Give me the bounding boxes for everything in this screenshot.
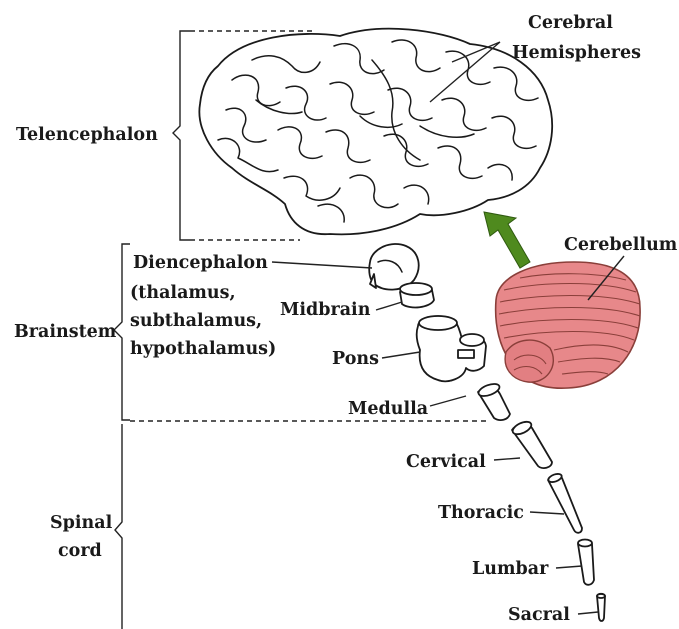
thoracic-segment [547, 472, 582, 532]
thoracic-pointer [530, 512, 564, 514]
diencephalon-pointer [272, 262, 372, 268]
sacral-segment [597, 594, 605, 621]
cervical-label: Cervical [406, 452, 486, 472]
medulla-shape [477, 382, 510, 421]
cerebral-label-line2: Hemispheres [512, 43, 641, 63]
lumbar-label: Lumbar [472, 559, 549, 579]
spinal-label-line1: Spinal [50, 513, 113, 533]
diencephalon-label-line3: subthalamus, [130, 311, 262, 331]
medulla-label: Medulla [348, 399, 428, 419]
midbrain-shape [400, 283, 434, 307]
diencephalon-label-line2: (thalamus, [130, 283, 236, 303]
pons-label: Pons [332, 349, 379, 369]
midbrain-label: Midbrain [280, 300, 371, 320]
pons-shape [417, 316, 486, 381]
cervical-pointer [494, 458, 520, 460]
diencephalon-label-line1: Diencephalon [133, 253, 268, 273]
midbrain-pointer [376, 302, 402, 310]
cerebral-label-line1: Cerebral [528, 13, 613, 33]
spinal-cord-brace [115, 424, 122, 629]
cerebellum-illustration [496, 262, 640, 388]
pons-pointer [382, 352, 420, 358]
sacral-label: Sacral [508, 605, 570, 625]
lumbar-pointer [556, 566, 582, 568]
medulla-pointer [430, 396, 466, 406]
brainstem-label: Brainstem [14, 322, 117, 342]
cerebrum-illustration [199, 29, 552, 235]
green-arrow-icon [484, 212, 530, 268]
sacral-pointer [578, 612, 598, 614]
diencephalon-label-line4: hypothalamus) [130, 339, 276, 359]
lumbar-segment [578, 540, 594, 585]
telencephalon-label: Telencephalon [16, 125, 158, 145]
spinal-label-line2: cord [58, 541, 102, 561]
cervical-segment [511, 419, 552, 468]
thoracic-label: Thoracic [438, 503, 524, 523]
cerebellum-label: Cerebellum [564, 235, 678, 255]
